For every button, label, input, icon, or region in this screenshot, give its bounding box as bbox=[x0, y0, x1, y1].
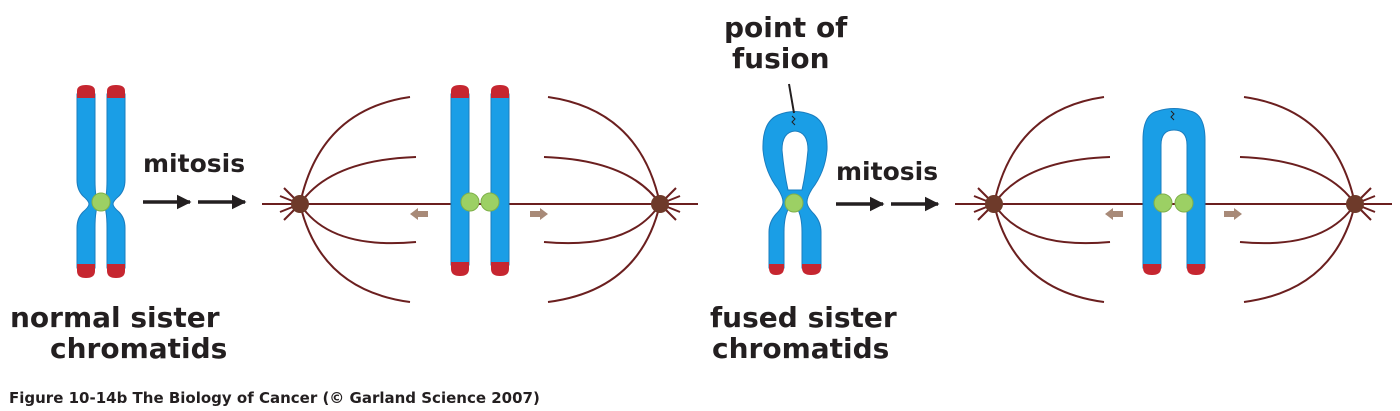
telomere-top bbox=[451, 85, 469, 98]
normal-chromatid-pair bbox=[76, 85, 126, 278]
centrosome-right bbox=[651, 195, 669, 213]
telomere-top bbox=[491, 85, 509, 98]
figure-caption: Figure 10-14b The Biology of Cancer (© G… bbox=[9, 389, 540, 407]
small-arrow-icon bbox=[410, 208, 428, 220]
telomere-top bbox=[77, 85, 95, 98]
telomere-bottom bbox=[769, 264, 784, 275]
centromere bbox=[1174, 193, 1194, 213]
small-arrow-icon bbox=[530, 208, 548, 220]
telomere-bottom bbox=[1143, 264, 1161, 275]
small-arrow-icon bbox=[1105, 208, 1123, 220]
chromatid-right bbox=[490, 85, 510, 276]
fusion-mark bbox=[1170, 110, 1175, 121]
centromere bbox=[784, 193, 804, 213]
telomere-bottom bbox=[451, 262, 469, 276]
chromatid-left bbox=[76, 85, 98, 278]
centrosome-right bbox=[1346, 195, 1364, 213]
centrosome-left bbox=[985, 195, 1003, 213]
fusion-pointer-line bbox=[788, 83, 795, 114]
centromere bbox=[1153, 193, 1173, 213]
telomere-bottom bbox=[1187, 264, 1205, 275]
mitosis-label-left: mitosis bbox=[143, 149, 246, 178]
telomere-top bbox=[107, 85, 125, 98]
telomere-bottom bbox=[77, 264, 95, 278]
centromere bbox=[460, 192, 480, 212]
stretched-fused-chromatid-pair bbox=[1142, 108, 1206, 275]
centromere bbox=[480, 192, 500, 212]
normal-chromatids-label: normal sister chromatids bbox=[10, 301, 228, 366]
centrosome-left bbox=[291, 195, 309, 213]
fused-chromatids-label: fused sister chromatids bbox=[710, 301, 897, 366]
fusion-point-label: point of fusion bbox=[724, 11, 848, 76]
centromere bbox=[91, 192, 111, 212]
telomere-bottom bbox=[802, 264, 821, 275]
chromatid-right bbox=[104, 85, 126, 278]
spindle-normal bbox=[262, 96, 698, 303]
small-arrow-icon bbox=[1224, 208, 1242, 220]
telomere-bottom bbox=[107, 264, 125, 278]
spindle-fused bbox=[955, 96, 1392, 303]
mitosis-label-right: mitosis bbox=[836, 157, 939, 186]
fused-chromatid-pair bbox=[762, 111, 828, 275]
fusion-mark bbox=[791, 115, 796, 126]
telomere-bottom bbox=[491, 262, 509, 276]
separating-chromatid-pair bbox=[450, 85, 510, 276]
chromatid-left bbox=[450, 85, 470, 276]
